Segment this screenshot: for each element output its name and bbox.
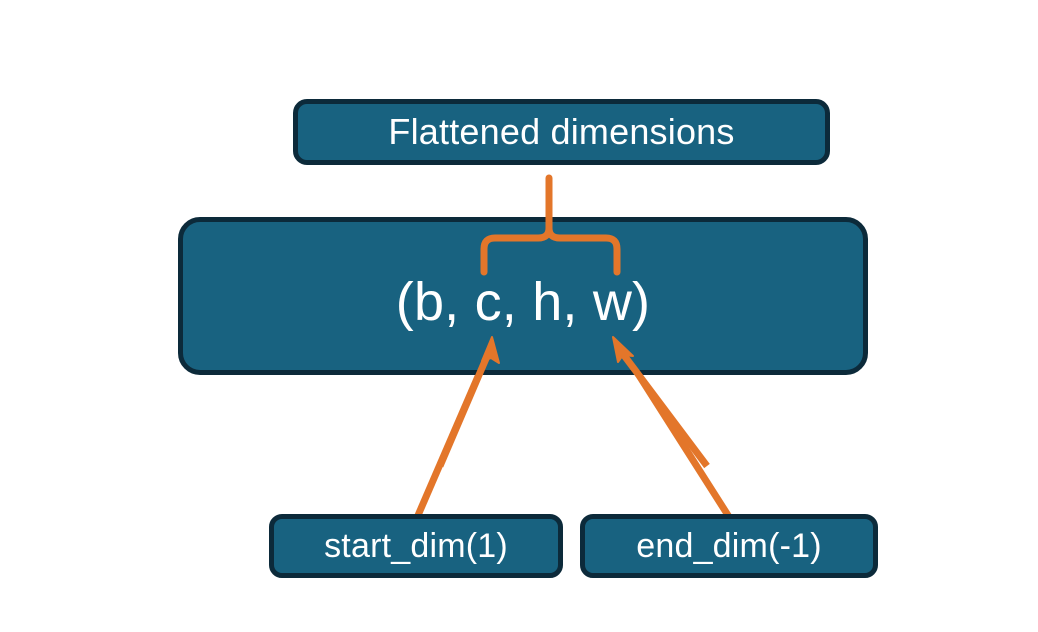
end-dim-node[interactable]: end_dim(-1)	[580, 514, 878, 578]
start-dim-node[interactable]: start_dim(1)	[269, 514, 563, 578]
flattened-dimensions-node[interactable]: Flattened dimensions	[293, 99, 830, 165]
flattened-dimensions-label: Flattened dimensions	[388, 111, 735, 152]
tensor-shape-node[interactable]: (b, c, h, w)	[178, 217, 868, 375]
tensor-shape-label: (b, c, h, w)	[395, 272, 651, 332]
start-dim-label: start_dim(1)	[324, 526, 508, 565]
end-dim-label: end_dim(-1)	[636, 526, 822, 565]
